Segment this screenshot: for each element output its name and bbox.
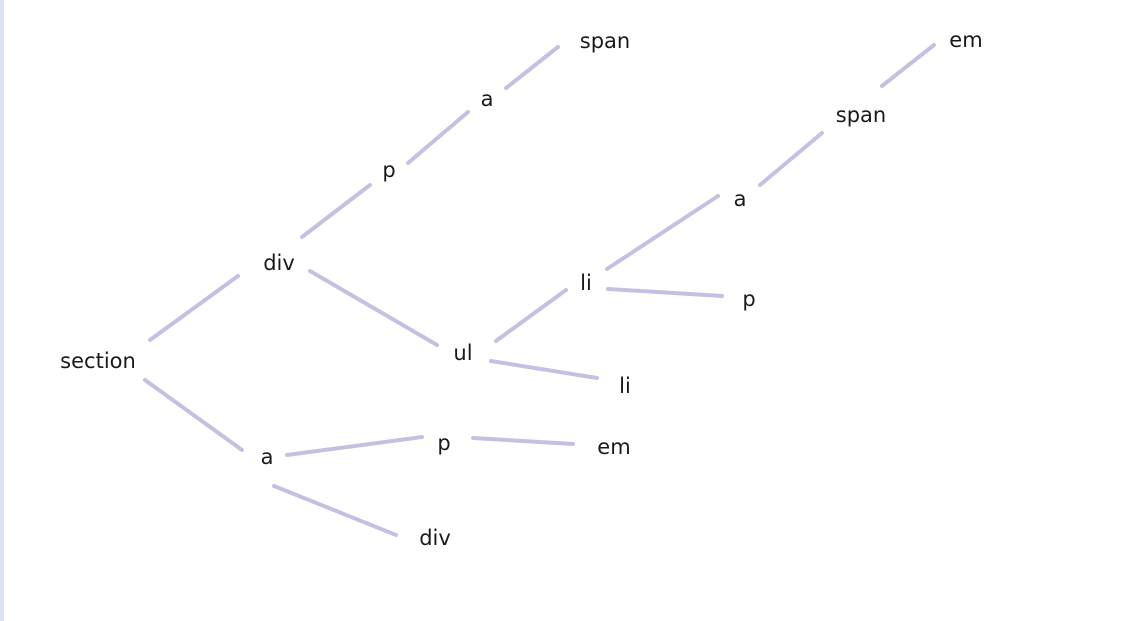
edge-a2-span1 [504, 45, 560, 90]
node-p1: p [382, 158, 395, 182]
node-p3: p [437, 431, 450, 455]
edge-ul-li1 [494, 288, 568, 343]
edge-p1-a2 [406, 110, 470, 165]
node-em2: em [597, 435, 630, 459]
edge-li1-p2 [606, 287, 724, 298]
edge-section-a1 [143, 378, 244, 452]
edge-span2-em1 [880, 43, 936, 88]
tree-nodes: section div a p ul a span li li a p span em p em div [60, 28, 983, 550]
node-div2: div [419, 526, 451, 550]
edge-p3-em2 [471, 436, 575, 446]
node-li1: li [580, 271, 592, 295]
edge-ul-li2 [489, 359, 599, 380]
node-section: section [60, 349, 136, 373]
node-ul: ul [453, 341, 472, 365]
edge-li1-a3 [605, 194, 720, 271]
edge-a3-span2 [758, 131, 824, 187]
edge-div1-ul [308, 269, 439, 347]
node-span1: span [580, 29, 630, 53]
edge-section-div1 [148, 274, 240, 342]
edge-div1-p1 [300, 183, 372, 239]
node-a1: a [261, 445, 274, 469]
node-em1: em [949, 28, 982, 52]
node-a3: a [734, 187, 747, 211]
tree-edges [143, 43, 936, 537]
edge-a1-p3 [285, 435, 424, 457]
node-a2: a [481, 87, 494, 111]
node-span2: span [836, 103, 886, 127]
window-left-edge [0, 0, 4, 621]
node-div1: div [263, 251, 295, 275]
node-p2: p [742, 287, 755, 311]
edge-a1-div2 [272, 484, 398, 537]
node-li2: li [619, 374, 631, 398]
